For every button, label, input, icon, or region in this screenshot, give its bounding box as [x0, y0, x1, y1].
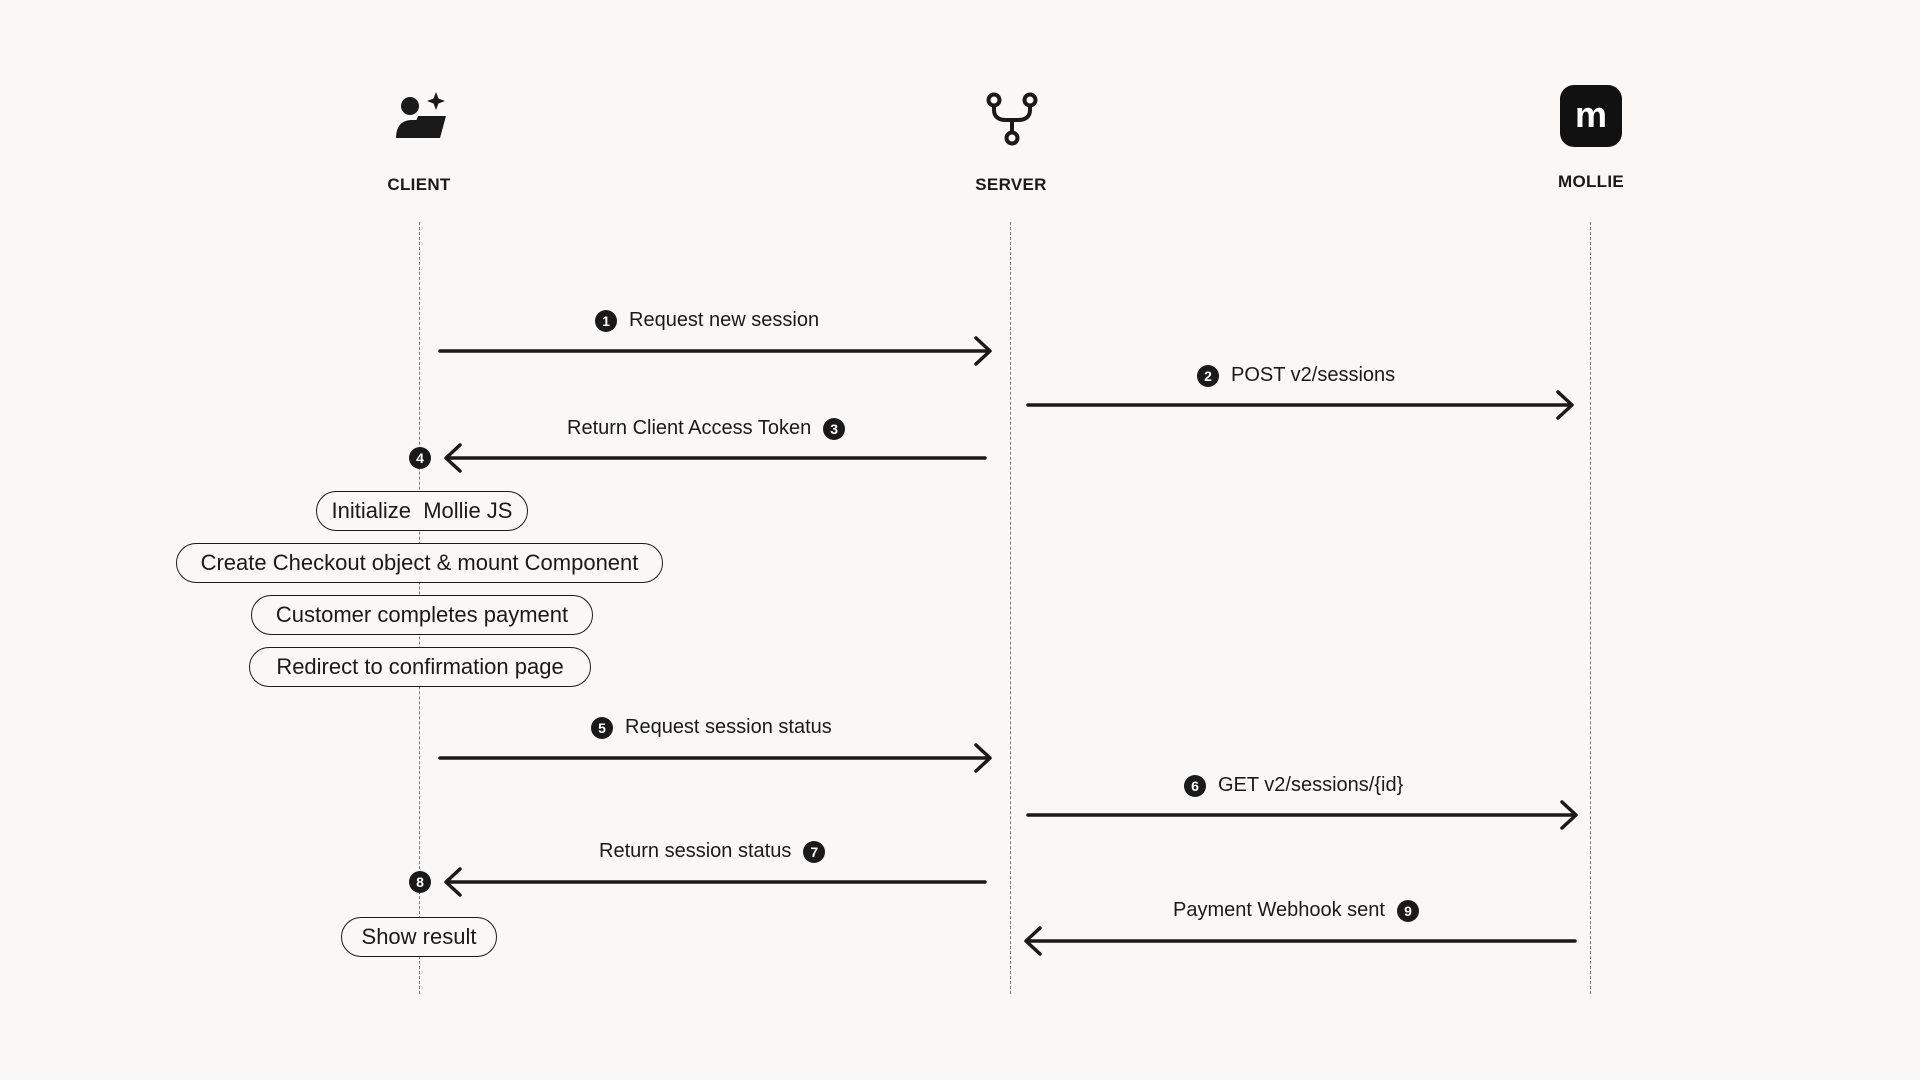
step-4-badge: 4	[409, 447, 431, 469]
message-9-label: Payment Webhook sent 9	[1173, 899, 1419, 922]
step-number-badge: 7	[803, 840, 826, 863]
arrow-request-session-status	[438, 743, 992, 773]
step-number-badge: 2	[1197, 364, 1219, 387]
arrow-post-sessions	[1026, 390, 1574, 420]
message-text: Request session status	[625, 716, 832, 738]
mollie-actor-label: MOLLIE	[1557, 172, 1624, 191]
message-text: Payment Webhook sent	[1173, 899, 1385, 921]
message-1-label: 1 Request new session	[595, 309, 819, 332]
step-number-badge: 5	[591, 716, 613, 739]
mollie-logo-letter: m	[1575, 94, 1607, 135]
arrow-get-session	[1026, 800, 1578, 830]
git-branch-icon	[980, 88, 1044, 152]
message-6-label: 6 GET v2/sessions/{id}	[1184, 774, 1403, 797]
message-5-label: 5 Request session status	[591, 716, 832, 739]
step-box-customer-completes-payment: Customer completes payment	[251, 595, 593, 635]
client-actor-label: CLIENT	[387, 175, 451, 194]
step-number-badge: 9	[1396, 899, 1419, 922]
step-number-badge: 1	[595, 309, 617, 332]
user-sparkle-laptop-icon	[388, 88, 452, 152]
message-text: POST v2/sessions	[1231, 364, 1396, 386]
arrow-return-client-access-token	[444, 443, 987, 473]
arrow-return-session-status	[444, 867, 987, 897]
step-box-initialize-mollie-js: Initialize Mollie JS	[316, 491, 528, 531]
step-box-redirect-confirmation: Redirect to confirmation page	[249, 647, 591, 687]
arrow-payment-webhook	[1024, 926, 1577, 956]
message-2-label: 2 POST v2/sessions	[1197, 364, 1395, 387]
message-text: Return Client Access Token	[567, 417, 812, 439]
server-actor-label: SERVER	[975, 175, 1047, 194]
step-number-badge: 6	[1184, 774, 1206, 797]
message-text: Return session status	[599, 840, 792, 862]
step-8-badge: 8	[409, 871, 431, 893]
mollie-logo-icon: m	[1560, 85, 1624, 149]
step-number-badge: 3	[823, 417, 846, 440]
mollie-lifeline	[1590, 222, 1591, 994]
message-text: GET v2/sessions/{id}	[1218, 774, 1404, 796]
arrow-request-new-session	[438, 336, 992, 366]
message-3-label: Return Client Access Token 3	[567, 417, 846, 440]
message-text: Request new session	[629, 309, 820, 331]
step-box-create-checkout: Create Checkout object & mount Component	[176, 543, 663, 583]
server-lifeline	[1010, 222, 1011, 994]
step-box-show-result: Show result	[341, 917, 497, 957]
message-7-label: Return session status 7	[599, 840, 826, 863]
